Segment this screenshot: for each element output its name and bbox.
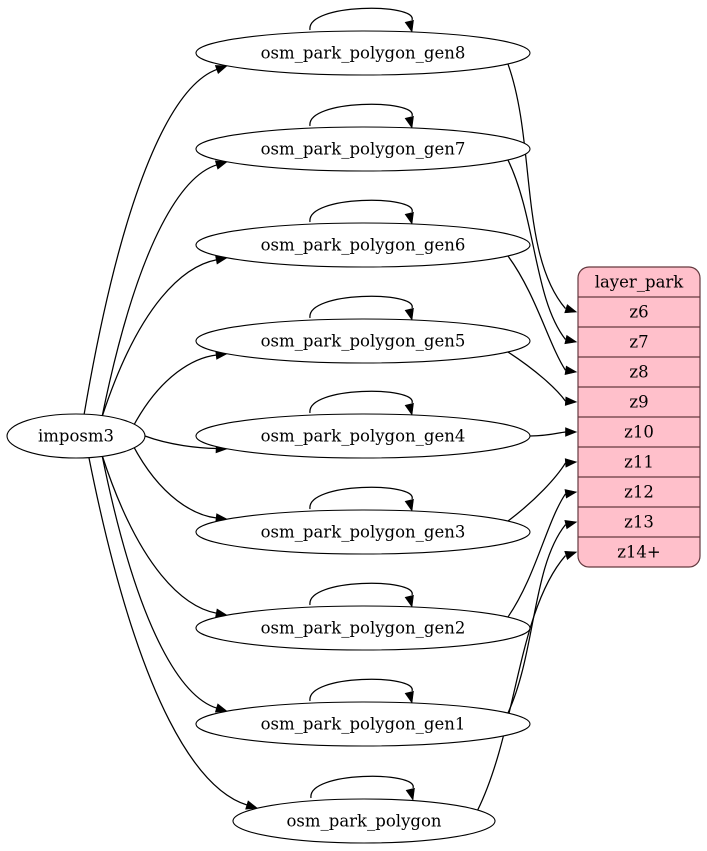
node-label-osm_park_polygon_gen5: osm_park_polygon_gen5	[261, 332, 466, 351]
edge-imposm3-to-osm_park_polygon_gen7	[101, 164, 218, 418]
node-label-osm_park_polygon_gen8: osm_park_polygon_gen8	[261, 44, 466, 63]
layer-park-header-label: layer_park	[595, 273, 685, 292]
arrow-head-self-loop-osm_park_polygon_gen7	[404, 115, 414, 129]
node-label-osm_park_polygon_gen7: osm_park_polygon_gen7	[261, 140, 466, 159]
node-osm_park_polygon_gen4[interactable]	[195, 413, 531, 459]
self-loop-osm_park_polygon_gen6	[309, 199, 413, 223]
node-label-osm_park_polygon_gen1: osm_park_polygon_gen1	[261, 715, 466, 734]
edge-osm_park_polygon_gen7-to-z7	[507, 159, 566, 340]
node-imposm3[interactable]	[6, 413, 146, 459]
arrow-head-self-loop-osm_park_polygon_gen1	[404, 690, 414, 704]
edge-imposm3-to-osm_park_polygon_gen2	[101, 454, 217, 614]
edge-imposm3-to-osm_park_polygon_gen4	[144, 435, 217, 450]
edge-imposm3-to-osm_park_polygon_gen1	[101, 454, 218, 709]
node-group: imposm3 osm_park_polygon_gen8 osm_park_pol…	[6, 30, 531, 844]
table-row-z6[interactable]: z6	[629, 303, 648, 322]
edge-osm_park_polygon_gen8-to-z6	[507, 63, 566, 309]
table-node-layer-park: layer_park z6 z7 z8 z9 z10 z11 z12 z13 z14+	[577, 266, 701, 568]
node-osm_park_polygon_gen6[interactable]	[195, 222, 531, 268]
node-osm_park_polygon_gen2[interactable]	[195, 605, 531, 651]
arrow-head-self-loop-osm_park_polygon_gen3	[404, 498, 414, 512]
self-loop-osm_park_polygon_gen1	[309, 678, 413, 702]
node-osm_park_polygon_gen8[interactable]	[195, 30, 531, 76]
edge-osm_park_polygon_gen6-to-z8	[507, 255, 567, 371]
edge-osm_park_polygon_gen3-to-z11	[507, 462, 567, 522]
edge-osm_park_polygon_gen1-to-z13	[507, 524, 566, 714]
arrow-head-to-z11	[564, 458, 578, 468]
node-osm_park_polygon_gen5[interactable]	[195, 318, 531, 364]
edge-imposm3-to-osm_park_polygon_gen3	[132, 444, 217, 519]
self-loop-osm_park_polygon_gen3	[309, 486, 413, 510]
self-loop-osm_park_polygon_gen5	[309, 295, 413, 319]
node-label-osm_park_polygon_gen2: osm_park_polygon_gen2	[261, 619, 466, 638]
arrow-head-to-osm_park_polygon_gen1	[214, 703, 228, 713]
table-row-z9[interactable]: z9	[629, 393, 648, 412]
arrow-head-to-osm_park_polygon_gen8	[214, 65, 228, 75]
self-loop-osm_park_polygon_gen4	[309, 390, 413, 414]
table-row-z11[interactable]: z11	[624, 453, 654, 472]
node-osm_park_polygon[interactable]	[232, 798, 496, 844]
edge-imposm3-to-osm_park_polygon_gen8	[83, 68, 218, 416]
edge-osm_park_polygon_gen2-to-z12	[507, 493, 567, 618]
arrow-head-to-osm_park_polygon_gen7	[214, 160, 228, 170]
arrow-head-to-z6	[564, 304, 578, 314]
self-loop-osm_park_polygon_gen2	[309, 582, 413, 606]
node-label-imposm3: imposm3	[38, 427, 114, 446]
edge-imposm3-to-osm_park_polygon_gen6	[101, 259, 217, 418]
self-loop-osm_park_polygon_gen7	[309, 103, 413, 127]
edge-osm_park_polygon_gen5-to-z9	[507, 351, 567, 402]
arrow-head-self-loop-osm_park_polygon_gen8	[404, 19, 414, 33]
node-label-osm_park_polygon_gen6: osm_park_polygon_gen6	[261, 236, 466, 255]
arrow-head-to-z14+	[564, 550, 578, 560]
edge-osm_park_polygon-to-z14+	[477, 555, 566, 811]
edge-osm_park_polygon_gen4-to-z10	[529, 431, 566, 437]
table-row-z10[interactable]: z10	[624, 423, 654, 442]
node-osm_park_polygon_gen7[interactable]	[195, 126, 531, 172]
table-row-z7[interactable]: z7	[629, 333, 648, 352]
table-row-z8[interactable]: z8	[629, 363, 648, 382]
edge-imposm3-to-osm_park_polygon	[88, 456, 248, 806]
arrow-head-self-loop-osm_park_polygon_gen2	[404, 594, 414, 608]
node-label-osm_park_polygon_gen3: osm_park_polygon_gen3	[261, 523, 466, 542]
table-row-z14+[interactable]: z14+	[617, 543, 661, 562]
arrow-head-to-z7	[564, 334, 578, 345]
arrow-head-to-z9	[564, 396, 578, 406]
arrow-head-to-z12	[564, 489, 578, 499]
node-label-osm_park_polygon: osm_park_polygon	[286, 812, 441, 831]
edge-group-tables-to-layer	[477, 63, 578, 811]
self-loop-osm_park_polygon_gen8	[309, 7, 413, 31]
arrow-head-to-osm_park_polygon	[245, 800, 259, 810]
node-osm_park_polygon_gen1[interactable]	[195, 701, 531, 747]
arrow-head-to-z8	[564, 365, 578, 375]
arrow-head-self-loop-osm_park_polygon_gen4	[404, 402, 414, 416]
self-loop-osm_park_polygon	[310, 775, 414, 799]
edge-group-source-to-tables	[83, 65, 259, 810]
table-row-z13[interactable]: z13	[624, 513, 654, 532]
edge-group-self-loops	[309, 7, 415, 801]
arrow-head-to-z13	[564, 520, 578, 530]
arrow-head-to-z10	[565, 427, 578, 437]
edge-imposm3-to-osm_park_polygon_gen5	[132, 354, 217, 428]
node-label-osm_park_polygon_gen4: osm_park_polygon_gen4	[261, 427, 466, 446]
arrow-head-self-loop-osm_park_polygon	[405, 787, 415, 801]
node-osm_park_polygon_gen3[interactable]	[195, 509, 531, 555]
arrow-head-self-loop-osm_park_polygon_gen6	[404, 211, 414, 225]
arrow-head-self-loop-osm_park_polygon_gen5	[404, 307, 414, 321]
table-row-z12[interactable]: z12	[624, 483, 654, 502]
